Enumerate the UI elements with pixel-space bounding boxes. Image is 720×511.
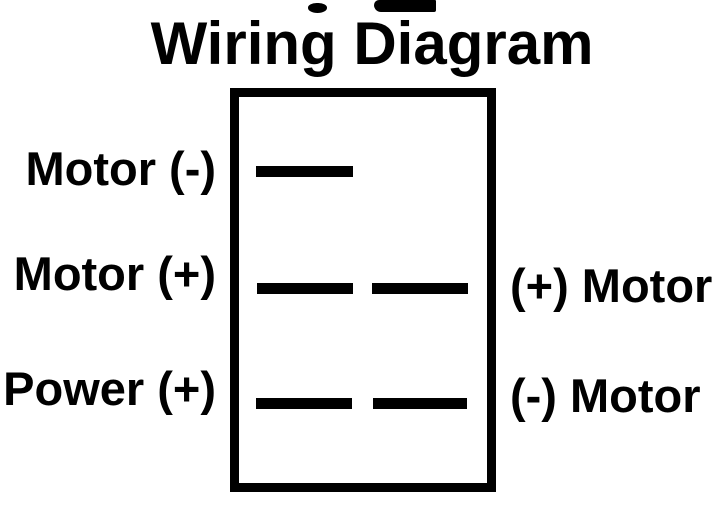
label-power-positive: Power (+) bbox=[3, 362, 216, 415]
top-edge-artifact-left bbox=[308, 3, 327, 13]
terminal-bar-motor-negative bbox=[256, 166, 353, 177]
terminal-bar-power-positive-left bbox=[256, 398, 352, 409]
diagram-title: Wiring Diagram bbox=[150, 10, 594, 77]
label-motor-negative: Motor (-) bbox=[25, 142, 216, 195]
terminal-bar-motor-positive-left bbox=[257, 283, 353, 294]
top-edge-artifact-right bbox=[374, 0, 436, 12]
label-minus-motor: (-) Motor bbox=[510, 369, 701, 422]
terminal-bar-power-positive-right bbox=[373, 398, 467, 409]
label-motor-positive: Motor (+) bbox=[13, 247, 216, 300]
label-plus-motor: (+) Motor bbox=[510, 259, 713, 312]
terminal-bar-motor-positive-right bbox=[372, 283, 468, 294]
